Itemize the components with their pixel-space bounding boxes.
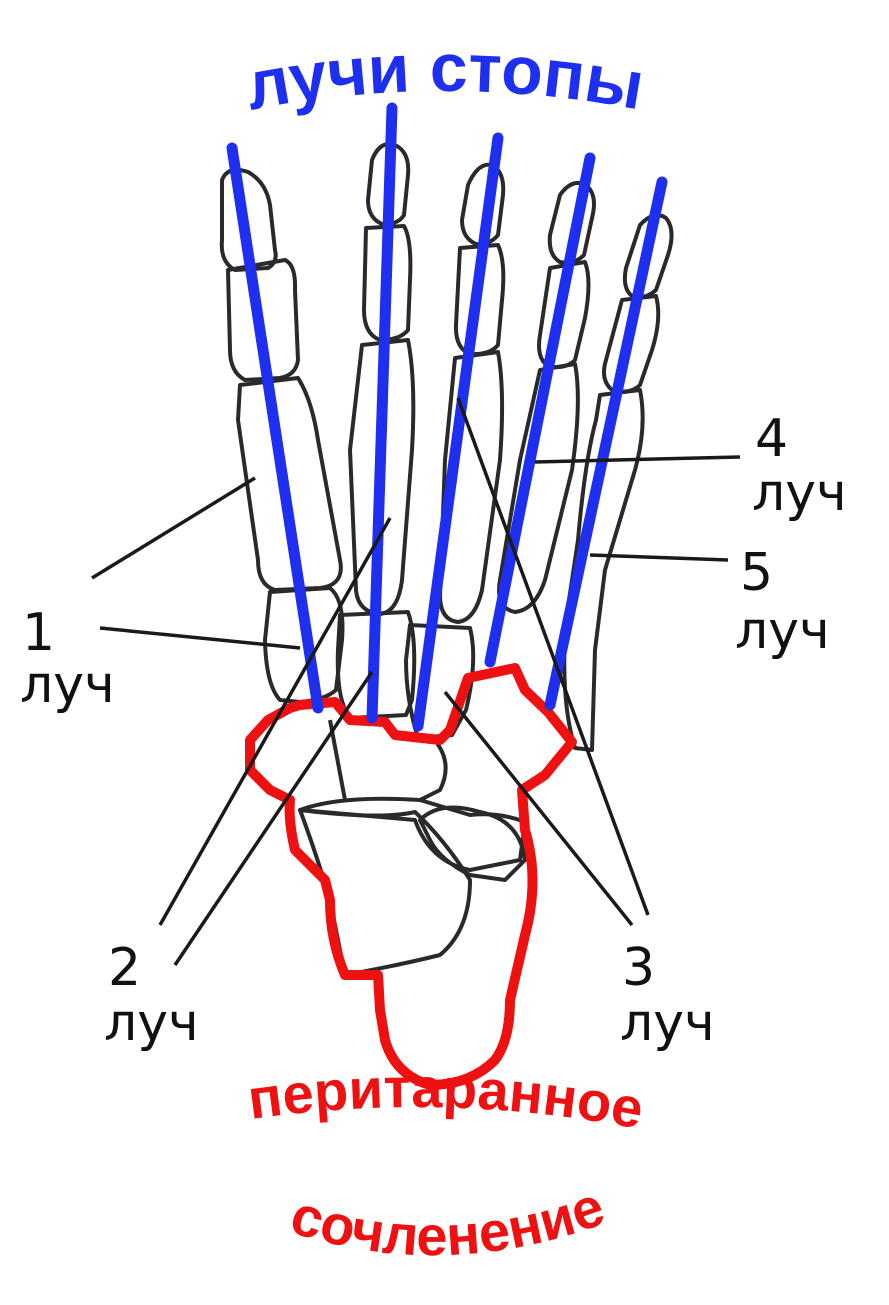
ray-word: луч <box>104 993 199 1053</box>
foot-skeleton-outline <box>222 144 672 975</box>
ray-label-5: 5 луч <box>735 543 830 661</box>
ray-number: 5 <box>740 543 773 603</box>
diagram-title: лучи стопы <box>240 30 649 125</box>
ray-number: 3 <box>622 938 655 998</box>
ray-label-4: 4 луч <box>752 409 847 523</box>
joint-label-line2: сочленение <box>284 1174 612 1267</box>
joint-label-line1: перитаранное <box>244 1056 648 1141</box>
ray-label-2: 2 луч <box>104 938 199 1053</box>
ray-number: 2 <box>108 938 141 998</box>
peritalar-joint-outline <box>250 668 572 1085</box>
ray-2-axis <box>372 108 392 718</box>
ray-number: 4 <box>755 409 788 469</box>
ray-word: луч <box>20 655 115 715</box>
ray-number: 1 <box>22 603 55 663</box>
leader-lines <box>92 398 740 965</box>
ray-label-1: 1 луч <box>20 603 115 715</box>
ray-word: луч <box>752 463 847 523</box>
ray-word: луч <box>735 601 830 661</box>
ray-3-axis <box>418 138 498 726</box>
ray-label-3: 3 луч <box>620 938 715 1053</box>
ray-word: луч <box>620 993 715 1053</box>
